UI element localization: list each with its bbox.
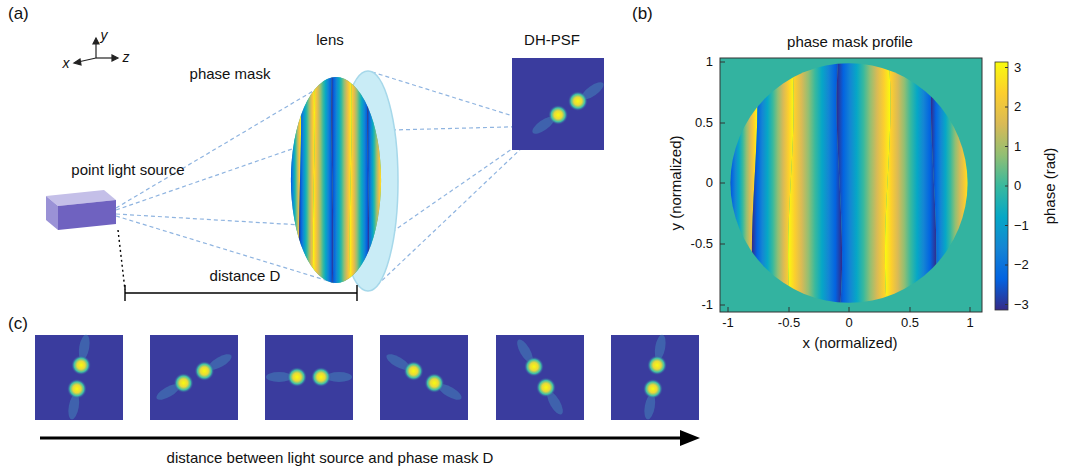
colorbar-ticks (1005, 68, 1008, 305)
panel-label: (c) (8, 315, 28, 334)
phase-mask-drawing (285, 55, 386, 305)
colorbar-title: phase (rad) (1042, 148, 1059, 225)
tick-label: 1 (966, 316, 973, 330)
part-label: DH-PSF (524, 32, 580, 49)
psf-frame (496, 335, 584, 420)
tick-label: 0.5 (695, 116, 713, 130)
psf-spots (382, 347, 466, 407)
psf-frame (265, 335, 353, 420)
distance-bracket (118, 230, 357, 301)
plot-title: phase mask profile (787, 34, 913, 51)
tick-label: 0 (845, 316, 852, 330)
part-label: point light source (71, 162, 184, 179)
psf-spots (638, 333, 673, 421)
tick-label: -0.5 (778, 316, 800, 330)
phase-mask-profile (716, 38, 982, 328)
psf-spots (266, 367, 352, 387)
psf-spots (152, 347, 236, 407)
tick-label: 1 (706, 55, 713, 69)
tick-label: -1 (701, 298, 713, 312)
psf-spots (62, 333, 97, 421)
psf-frame (35, 335, 123, 420)
psf-frame (611, 335, 699, 420)
plot-frame (720, 58, 982, 312)
axis-name: y (101, 28, 108, 43)
colorbar (995, 62, 1008, 310)
psf-sequence (35, 333, 699, 421)
source-front (58, 200, 116, 230)
psf-frame (150, 335, 238, 420)
colorbar-tick-label: 0 (1014, 179, 1021, 193)
tick-label: 0.5 (901, 316, 919, 330)
tick-marks (720, 62, 970, 312)
colorbar-tick-label: 3 (1014, 60, 1021, 74)
light-source (46, 190, 116, 230)
dimension-label: distance D (210, 268, 281, 285)
colorbar-tick-label: 2 (1014, 100, 1021, 114)
axis-title: x (normalized) (802, 335, 897, 352)
axis-name: x (63, 56, 70, 71)
colorbar-tick-label: −3 (1014, 297, 1029, 311)
panel-label: (b) (632, 5, 653, 24)
part-label: lens (316, 32, 344, 49)
axis-name: z (123, 50, 130, 65)
psf-image (512, 58, 604, 150)
psf-spots (527, 75, 604, 141)
axes-glyph (74, 38, 118, 65)
tick-label: -1 (722, 316, 734, 330)
source-side (46, 196, 58, 230)
panel-label: (a) (8, 5, 29, 24)
distance-arrow (40, 430, 700, 446)
colorbar-tick-label: −1 (1014, 218, 1029, 232)
arrow-label: distance between light source and phase … (167, 450, 494, 467)
tick-label: 0 (706, 176, 713, 190)
psf-frame (380, 335, 468, 420)
part-label: phase mask (190, 66, 271, 83)
tick-label: -0.5 (691, 237, 713, 251)
psf-spots (510, 335, 570, 419)
colorbar-tick-label: −2 (1014, 258, 1029, 272)
axis-title: y (normalized) (668, 135, 685, 230)
colorbar-tick-label: 1 (1014, 139, 1021, 153)
